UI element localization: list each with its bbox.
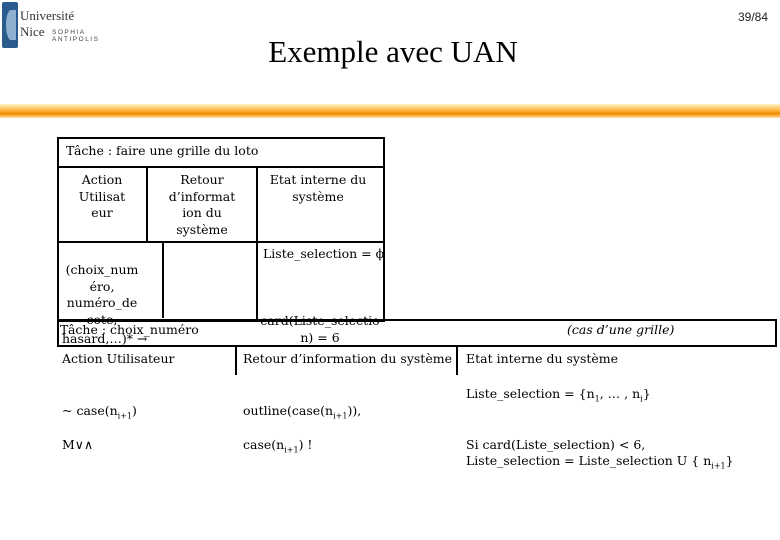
- table1-col3-header: Etat interne du système: [269, 172, 367, 204]
- table1-action: (choix_num éro, numéro_de cote,: [65, 262, 139, 327]
- slide-title: Exemple avec UAN: [268, 34, 518, 69]
- table2-state-initial: Liste_selection = {n1, … , ni}: [466, 386, 651, 404]
- table1-divider-2: [256, 166, 258, 320]
- table1-task: Tâche : faire une grille du loto: [66, 143, 259, 158]
- table1-action-2: hasard,…)* →: [62, 331, 148, 346]
- logo-text-line1: Université: [20, 8, 75, 23]
- table2-divider-2: [456, 345, 458, 375]
- table1-body: [57, 166, 385, 322]
- table2-col3-header: Etat interne du système: [466, 351, 619, 366]
- table1-col1-header: Action Utilisat eur: [78, 172, 126, 220]
- table2-divider-1: [235, 345, 237, 375]
- table2-row1-action: ~ case(ni+1): [62, 403, 137, 421]
- table1-row-divider: [57, 241, 383, 243]
- table2-task: Tâche : choix_numéro: [60, 322, 199, 337]
- page-number: 39/84: [737, 10, 768, 24]
- table2-row2-state-line1: Si card(Liste_selection) < 6,: [466, 437, 646, 452]
- university-logo: Université Nice SOPHIA ANTIPOLIS: [2, 2, 132, 50]
- logo-text-line3: SOPHIA ANTIPOLIS: [52, 29, 100, 43]
- table1-state-initial: Liste_selection = ϕ: [263, 246, 385, 261]
- title-underline-bar: [0, 104, 780, 118]
- table2-row2-feedback: case(ni+1) !: [243, 437, 313, 455]
- table1-divider-3: [162, 241, 164, 318]
- table2-row2-action: M∨∧: [62, 437, 94, 452]
- table2-row1-feedback: outline(case(ni+1)),: [243, 403, 362, 421]
- table2-row2-state-line2: Liste_selection = Liste_selection U { ni…: [466, 453, 734, 471]
- table2-header-top-line: [57, 345, 775, 347]
- logo-mark-inner-icon: [6, 10, 16, 40]
- table2-col2-header: Retour d’information du système: [243, 351, 452, 366]
- table2-col1-header: Action Utilisateur: [62, 351, 175, 366]
- logo-text-line2: Nice: [20, 24, 45, 39]
- table2-note: (cas d’une grille): [567, 322, 675, 337]
- table1-col2-header: Retour d’informat ion du système: [168, 172, 236, 237]
- table1-divider-1: [146, 166, 148, 242]
